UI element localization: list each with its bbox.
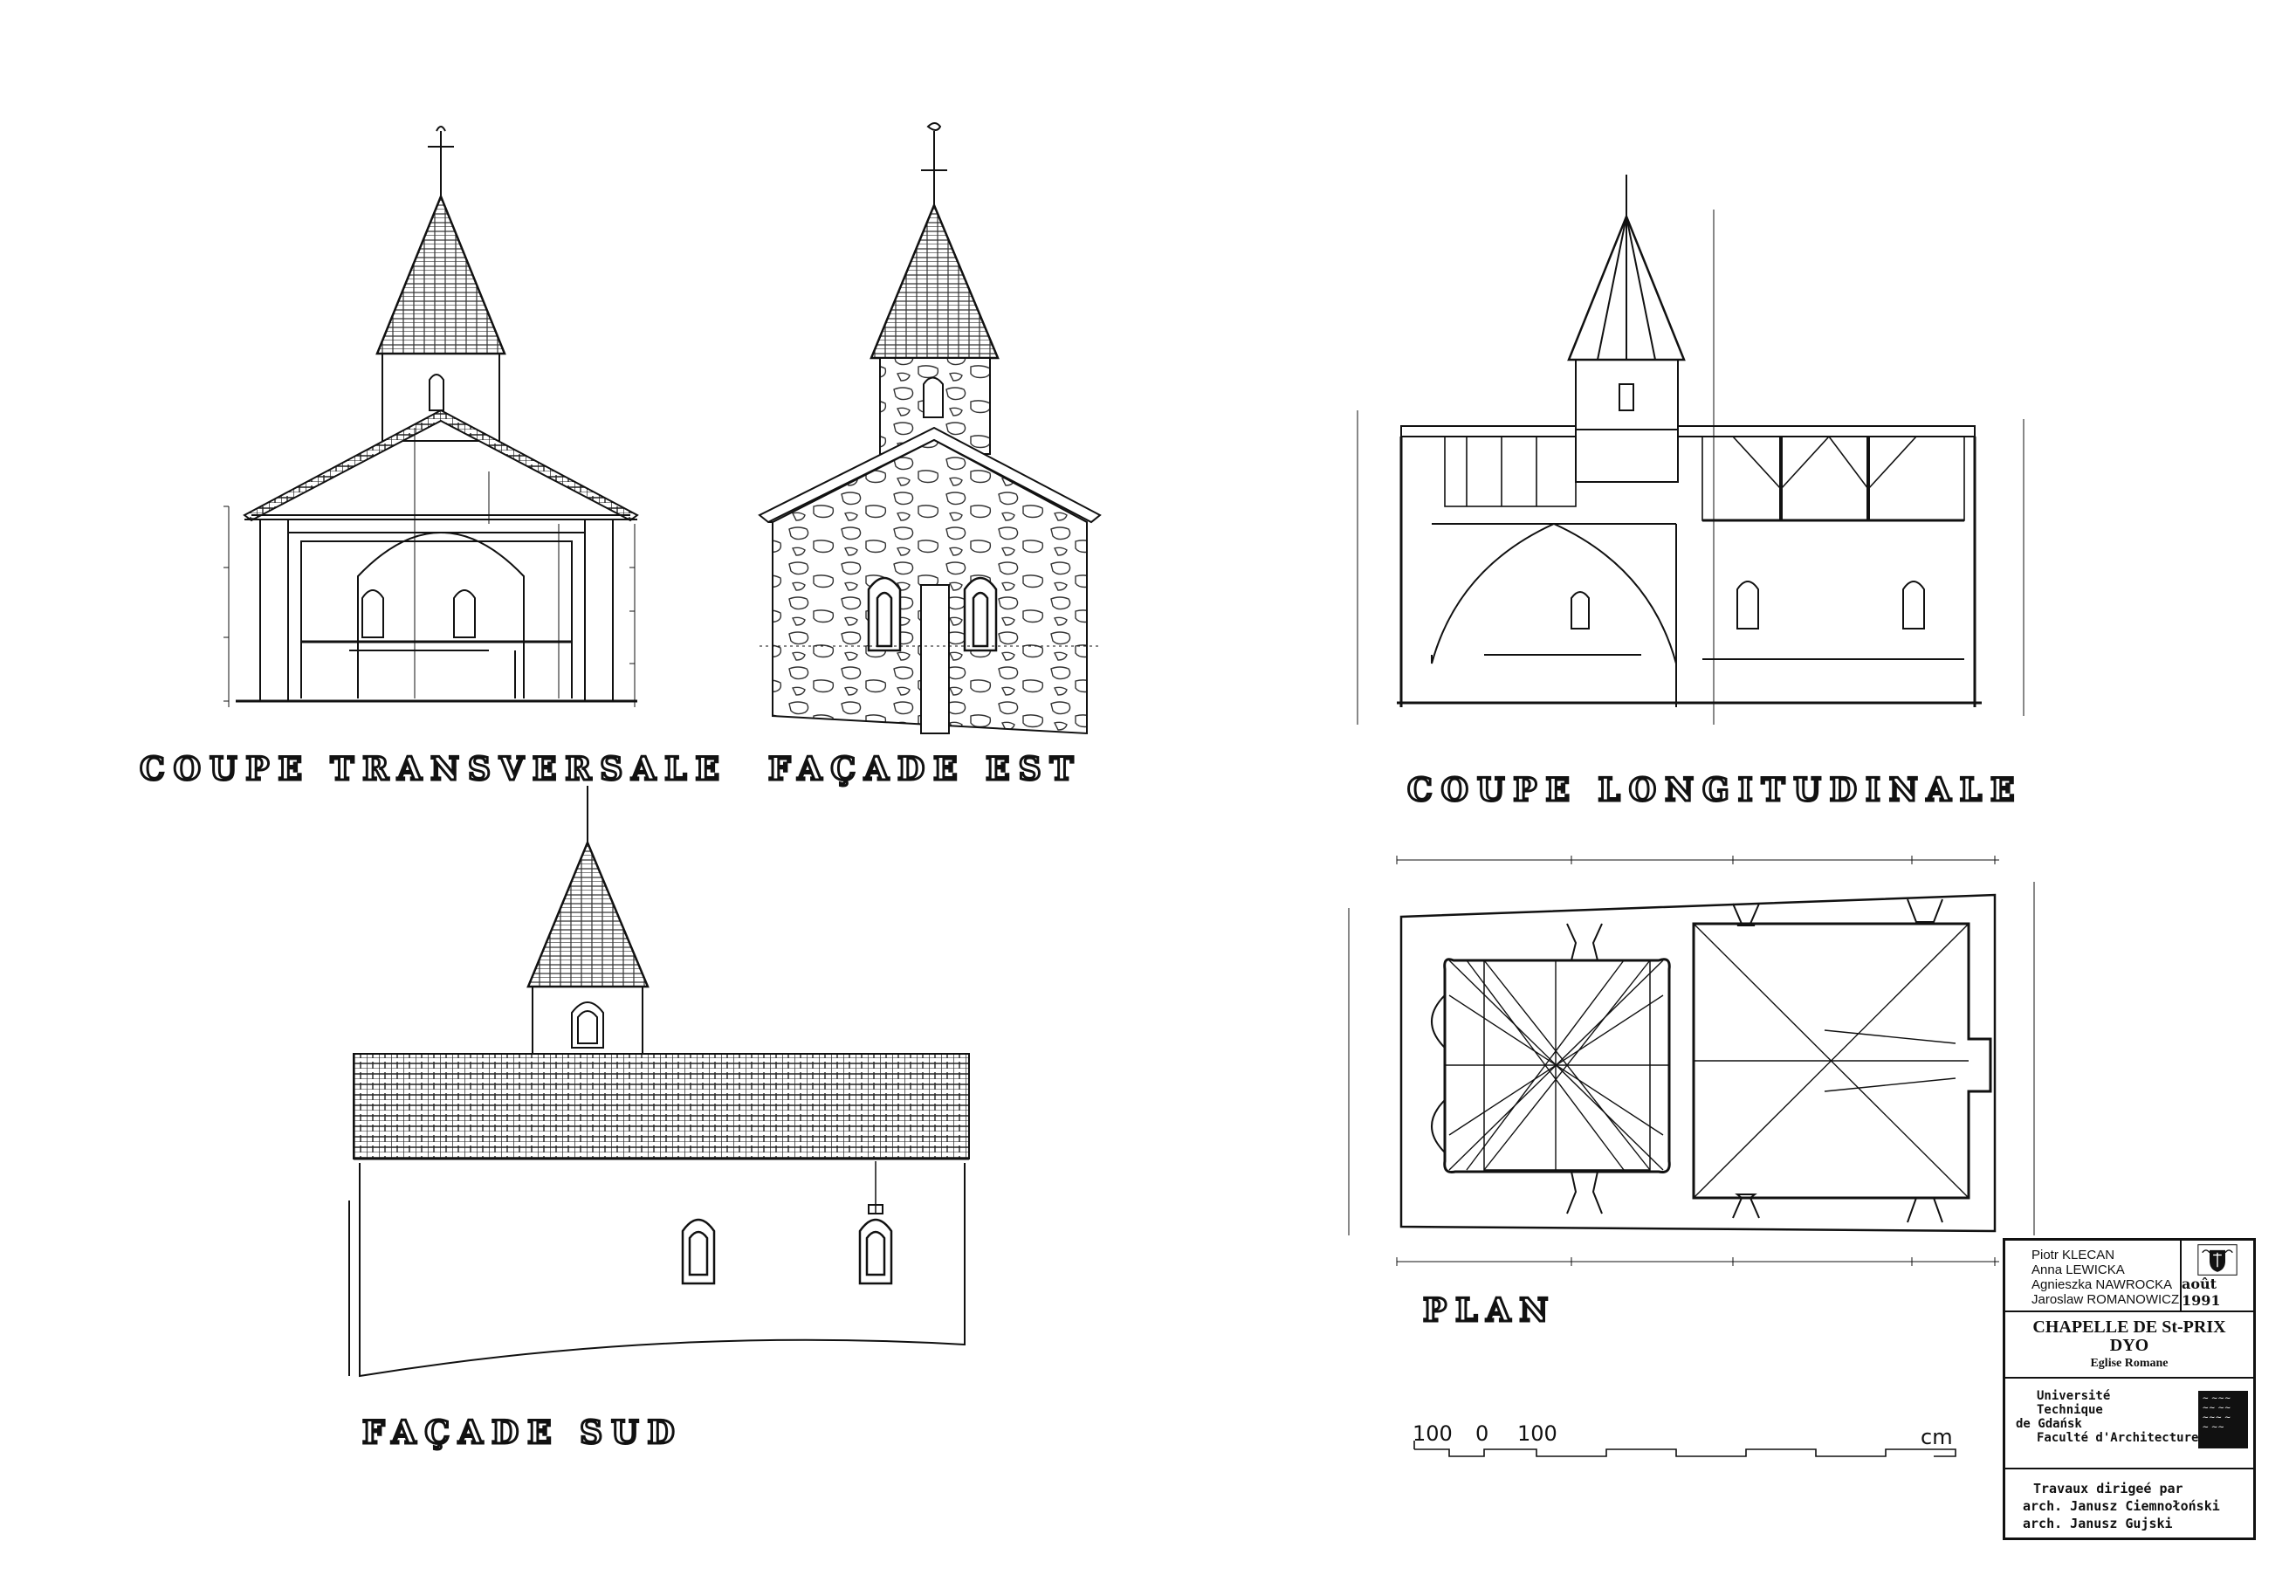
author: Agnieszka NAWROCKA: [2031, 1277, 2173, 1292]
title-coupe-transversale: COUPE TRANSVERSALE: [139, 750, 728, 789]
title-plan: PLAN: [1421, 1291, 1557, 1331]
project-subtitle: Eglise Romane: [2090, 1357, 2169, 1370]
scale-label-left: 100: [1413, 1421, 1453, 1446]
university-line: Université: [2037, 1389, 2111, 1403]
title-facade-est: FAÇADE EST: [766, 750, 1083, 789]
university-line: Technique: [2037, 1403, 2103, 1417]
university-line: de Gdańsk: [2016, 1417, 2082, 1431]
author: Piotr KLECAN: [2031, 1248, 2115, 1262]
plan-drawing: [1348, 856, 2035, 1266]
directed-by-cell: Travaux dirigeé par arch. Janusz Ciemnoł…: [2005, 1469, 2253, 1538]
author: Anna LEWICKA: [2031, 1262, 2125, 1277]
scale-unit: cm: [1921, 1425, 1953, 1449]
scale-label-right: 100: [1517, 1421, 1557, 1446]
project-title-line1: CHAPELLE DE St-PRIX: [2032, 1317, 2226, 1337]
title-coupe-longitudinale: COUPE LONGITUDINALE: [1406, 771, 2024, 810]
coupe-longitudinale-drawing: [1357, 175, 2024, 725]
project-title-line2: DYO: [2109, 1336, 2149, 1355]
coupe-transversale-drawing: [223, 126, 639, 707]
scale-label-zero: 0: [1475, 1421, 1489, 1446]
facade-sud-drawing: [348, 786, 970, 1378]
university-name: Université Technique de Gdańsk Faculté d…: [2005, 1379, 2198, 1468]
seal: août 1991: [2180, 1241, 2253, 1311]
facade-est-drawing: [758, 122, 1102, 735]
scale-bar: [1413, 1441, 1956, 1457]
project-title-cell: CHAPELLE DE St-PRIX DYO Eglise Romane: [2005, 1312, 2253, 1379]
authors-cell: Piotr KLECAN Anna LEWICKA Agnieszka NAWR…: [2005, 1241, 2253, 1312]
directed-by-label: Travaux dirigeé par: [2033, 1481, 2183, 1496]
seal-date: août 1991: [2182, 1276, 2221, 1309]
title-facade-sud: FAÇADE SUD: [361, 1414, 684, 1453]
university-line: Faculté d'Architecture: [2037, 1431, 2199, 1445]
university-logo-icon: ~ ~~~~~ ~~~~~ ~~ ~~: [2198, 1391, 2248, 1448]
director: arch. Janusz Ciemnołoński: [2023, 1498, 2220, 1514]
coat-of-arms-icon: [2197, 1244, 2238, 1276]
author: Jaroslaw ROMANOWICZ: [2031, 1292, 2180, 1307]
authors-list: Piotr KLECAN Anna LEWICKA Agnieszka NAWR…: [2005, 1241, 2180, 1311]
director: arch. Janusz Gujski: [2023, 1516, 2173, 1531]
university-cell: Université Technique de Gdańsk Faculté d…: [2005, 1379, 2253, 1469]
title-block: Piotr KLECAN Anna LEWICKA Agnieszka NAWR…: [2003, 1238, 2256, 1540]
